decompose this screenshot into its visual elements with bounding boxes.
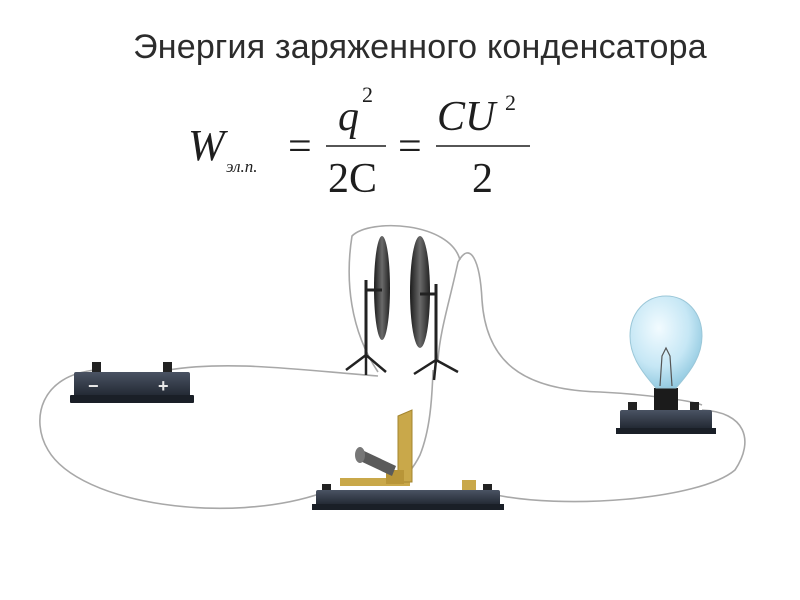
battery-base [70, 395, 194, 403]
wire-battery-capacitor [167, 364, 379, 377]
lamp-base [620, 410, 712, 430]
switch-contact-left [340, 478, 410, 486]
lamp-terminal-right [690, 402, 699, 412]
wires [39, 224, 746, 510]
formula-q-exponent: 2 [362, 82, 373, 107]
wire-capacitor-loop [348, 224, 461, 373]
battery-terminal-right [163, 362, 172, 373]
stand-left-legs [345, 354, 387, 375]
lamp [616, 295, 716, 434]
knife-switch [312, 409, 504, 510]
lamp-terminal-left [628, 402, 637, 412]
page-title: Энергия заряженного конденсатора [133, 28, 707, 66]
switch-base [316, 490, 500, 506]
battery-plus: + [158, 376, 169, 396]
lamp-base-bottom [616, 428, 716, 434]
switch-terminal-left [322, 484, 331, 493]
switch-handle [358, 450, 396, 476]
formula-cu-exponent: 2 [505, 90, 516, 115]
wire-capacitor-lamp [437, 252, 703, 406]
wire-battery-switch [39, 369, 323, 510]
formula-equals-2: = [398, 124, 422, 170]
battery: − + [70, 362, 194, 403]
formula-cu: CU [437, 94, 498, 140]
lamp-socket [654, 388, 678, 410]
stand-right-legs [413, 358, 459, 381]
formula-denominator-2: 2 [472, 156, 493, 202]
switch-blade [397, 409, 413, 483]
capacitor-plate-left [374, 236, 390, 340]
formula-w: W [188, 121, 228, 170]
battery-body [74, 372, 190, 398]
lamp-bulb [629, 295, 703, 389]
formula-subscript: эл.п. [226, 157, 258, 176]
formula-equals-1: = [288, 124, 312, 170]
switch-handle-grip [355, 447, 365, 463]
formula-q: q [338, 94, 359, 140]
wire-lamp-switch [491, 409, 746, 503]
switch-contact-right [462, 480, 476, 490]
switch-terminal-right [483, 484, 492, 493]
lamp-filament [659, 346, 673, 387]
battery-minus: − [88, 376, 99, 396]
switch-base-bottom [312, 504, 504, 510]
capacitor [345, 236, 459, 381]
battery-terminal-left [92, 362, 101, 373]
capacitor-plate-right [410, 236, 430, 348]
formula-denominator-1: 2C [328, 156, 377, 202]
